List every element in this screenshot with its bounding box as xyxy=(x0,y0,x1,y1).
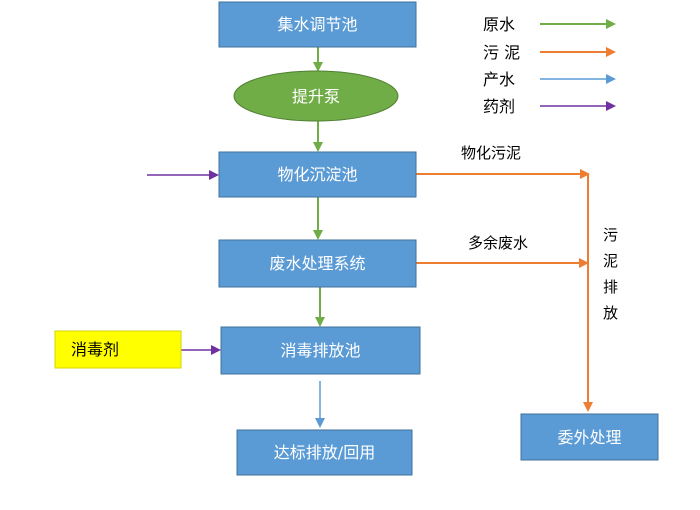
node-physchem-label: 物化沉淀池 xyxy=(277,165,357,184)
legend-label-sludge: 污 泥 xyxy=(483,43,520,62)
label-sludge-discharge-char: 放 xyxy=(603,304,618,322)
label-sludge-discharge-char: 泥 xyxy=(603,252,618,270)
node-collect: 集水调节池 xyxy=(218,1,417,48)
node-discharge: 达标排放/回用 xyxy=(236,429,413,476)
node-outsource-label: 委外处理 xyxy=(557,428,621,447)
label-sludge-discharge-char: 排 xyxy=(603,278,618,296)
label-excess-water: 多余废水 xyxy=(468,234,528,252)
node-pump: 提升泵 xyxy=(233,70,399,122)
node-disinfect-label: 消毒排放池 xyxy=(280,341,360,360)
node-treatment-label: 废水处理系统 xyxy=(269,254,365,273)
label-sludge-discharge-char: 污 xyxy=(603,226,618,244)
node-outsource: 委外处理 xyxy=(520,413,659,461)
node-disinfectant-label: 消毒剂 xyxy=(71,340,119,359)
node-treatment: 废水处理系统 xyxy=(218,239,417,288)
label-sludge-discharge: 污 泥 排 放 xyxy=(603,226,618,322)
legend-label-raw-water: 原水 xyxy=(483,15,515,34)
legend: 原水 污 泥 产水 药剂 xyxy=(483,15,616,116)
legend-label-product-water: 产水 xyxy=(483,70,515,89)
legend-label-chemical: 药剂 xyxy=(483,97,515,116)
node-disinfect: 消毒排放池 xyxy=(220,326,421,375)
node-discharge-label: 达标排放/回用 xyxy=(274,443,375,462)
node-pump-label: 提升泵 xyxy=(292,87,340,106)
node-disinfectant: 消毒剂 xyxy=(54,330,182,369)
label-physchem-sludge: 物化污泥 xyxy=(461,144,521,162)
node-physchem: 物化沉淀池 xyxy=(218,151,417,198)
node-collect-label: 集水调节池 xyxy=(277,15,357,34)
